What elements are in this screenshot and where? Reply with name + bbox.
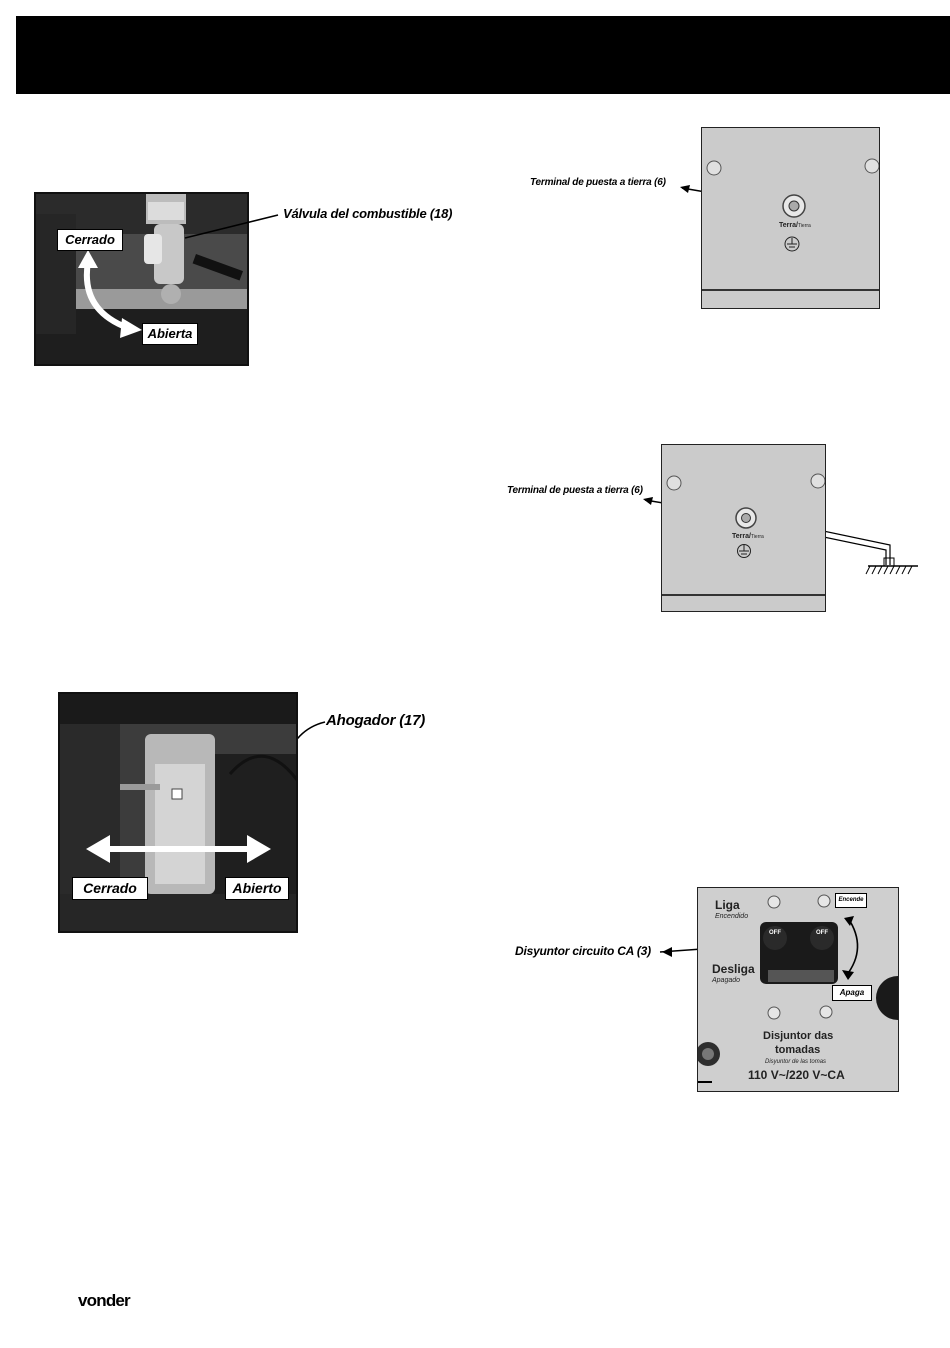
breaker-apagado: Apagado bbox=[712, 977, 741, 984]
brand-logo: vonder bbox=[78, 1291, 131, 1310]
choke-callout: Ahogador (17) bbox=[326, 712, 426, 729]
fuel-valve-leader-line bbox=[184, 214, 279, 239]
breaker-switch-off-2: OFF bbox=[816, 930, 828, 936]
breaker-title-line2: tomadas bbox=[775, 1044, 821, 1056]
ground-1-panel-label: Terra/Tierra bbox=[779, 222, 811, 229]
fuel-valve-callout: Válvula del combustible (18) bbox=[283, 206, 453, 221]
ground-2-panel-label: Terra/Tierra bbox=[732, 533, 764, 540]
ground-1-callout: Terminal de puesta a tierra (6) bbox=[530, 177, 666, 188]
breaker-encendido: Encendido bbox=[715, 913, 749, 920]
header-bar bbox=[16, 16, 950, 94]
breaker-rating: 110 V~/220 V~CA bbox=[748, 1068, 845, 1082]
ground-2-panel-label-sub: Tierra bbox=[750, 534, 764, 540]
choke-open-label: Abierto bbox=[225, 877, 289, 900]
breaker-encende-label: Encende bbox=[835, 893, 867, 908]
ground-panel-1 bbox=[701, 127, 880, 309]
breaker-subtitle: Disyuntor de las tomas bbox=[765, 1059, 827, 1065]
choke-arrow bbox=[86, 835, 271, 863]
fuel-valve-open-label: Abierta bbox=[142, 323, 198, 345]
ground-2-callout: Terminal de puesta a tierra (6) bbox=[507, 485, 643, 496]
breaker-desliga: Desliga bbox=[712, 962, 755, 976]
breaker-liga: Liga bbox=[715, 898, 740, 912]
ground-1-panel-label-sub: Tierra bbox=[797, 223, 811, 229]
ground-1-panel-label-main: Terra/ bbox=[779, 222, 798, 229]
breaker-switch-off-1: OFF bbox=[769, 930, 781, 936]
ground-panel-2 bbox=[661, 444, 826, 612]
breaker-apaga-label: Apaga bbox=[832, 985, 872, 1001]
fuel-valve-closed-label: Cerrado bbox=[57, 229, 123, 251]
ground-panel-1-illustration bbox=[702, 128, 879, 308]
breaker-callout: Disyuntor circuito CA (3) bbox=[515, 944, 651, 958]
ground-2-panel-label-main: Terra/ bbox=[732, 533, 751, 540]
fuel-valve-curved-arrow bbox=[83, 261, 130, 331]
choke-closed-label: Cerrado bbox=[72, 877, 148, 900]
ground-panel-2-illustration bbox=[662, 445, 825, 611]
breaker-title-line1: Disjuntor das bbox=[763, 1030, 834, 1042]
